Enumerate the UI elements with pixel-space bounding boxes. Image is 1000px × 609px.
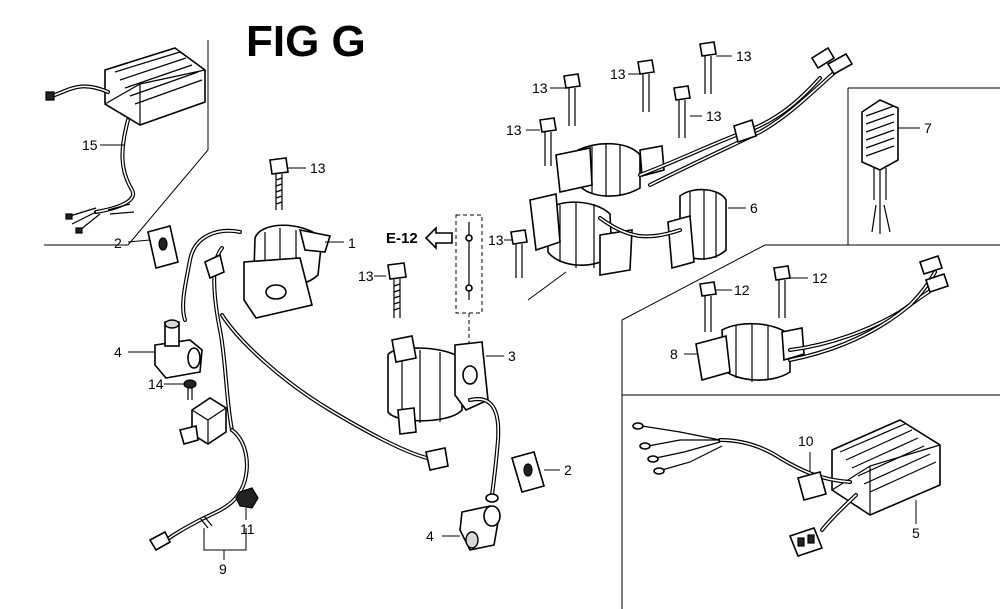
grommet-part-2-center[interactable] [511,451,545,493]
callout-13-a: 13 [310,160,326,176]
callout-13-h: 13 [488,232,504,248]
reference-e12[interactable]: E-12 [386,226,453,250]
callout-5: 5 [912,525,920,541]
switch-part-9[interactable] [179,397,227,445]
callout-2-center: 2 [564,462,572,478]
callout-6: 8 [670,346,678,362]
callout-4-left: 4 [114,344,122,360]
callout-11: 11 [240,521,255,537]
connector-part-10[interactable] [788,471,827,557]
callout-1: 1 [348,235,356,251]
bracket-part-9 [203,528,247,560]
callout-13-c: 13 [532,80,548,96]
bolt-part-12-left[interactable] [699,281,717,332]
reference-label: E-12 [386,230,418,247]
callout-12-right: 12 [812,270,828,286]
callout-12-left: 12 [734,282,750,298]
callout-10: 10 [798,433,814,449]
callout-15: 15 [82,137,98,153]
bolt-group-13-upper[interactable] [510,41,717,278]
figure-title: FIG G [246,17,366,66]
clip-part-11[interactable] [235,487,259,509]
regulator-part-5[interactable] [632,419,941,532]
callout-13-b: 13 [358,268,374,284]
ignition-coil-part-3[interactable] [387,335,501,503]
callout-4-center: 4 [426,528,434,544]
bolt-part-12-right[interactable] [773,265,791,318]
grommet-part-2-upper[interactable] [147,225,179,269]
bolt-part-13-center[interactable] [387,262,407,318]
callout-9: 9 [219,561,227,577]
plug-cap-part-4-left[interactable] [154,319,203,379]
stator-part-7[interactable] [527,46,854,301]
wire-harness-left [148,228,449,552]
callout-14: 14 [148,376,164,392]
regulator-part-15[interactable] [45,47,206,234]
callout-13-g: 13 [506,122,522,138]
plug-cap-part-4-center[interactable] [459,505,501,551]
callout-3: 3 [508,348,516,364]
panel-frames [44,40,1000,609]
callout-7: 6 [750,200,758,216]
leader-lines [100,55,920,537]
bolt-part-13-near-coil[interactable] [269,157,289,210]
callout-13-f: 13 [706,108,722,124]
callout-13-e: 13 [736,48,752,64]
callout-labels: 15 2 1 13 4 14 13 3 2 4 11 9 13 13 13 13… [82,48,932,577]
key-assembly-dashed [455,214,483,345]
regulator-part-8[interactable] [861,99,899,234]
callout-2-upper: 2 [114,235,122,251]
charge-coil-part-6[interactable] [695,254,950,382]
callout-13-d: 13 [610,66,626,82]
callout-8: 7 [924,120,932,136]
screw-part-14[interactable] [183,379,197,400]
ignition-coil-part-1[interactable] [243,224,332,319]
